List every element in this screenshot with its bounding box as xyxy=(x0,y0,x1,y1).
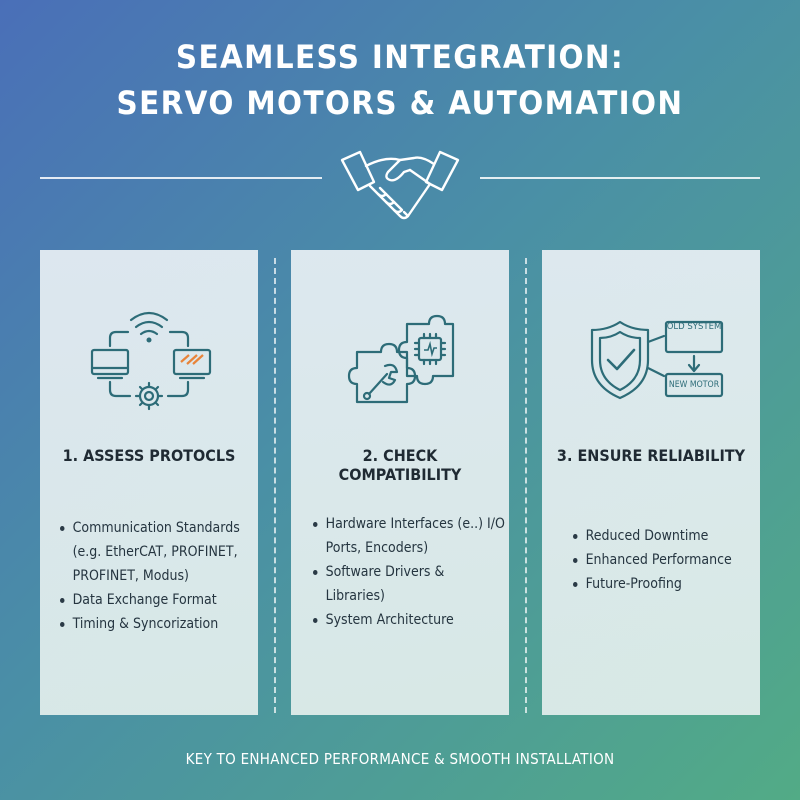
card-divider-2 xyxy=(525,258,527,713)
card-title-compatibility: 2. CHECK COMPATIBILITY xyxy=(338,446,462,484)
card-title-assess: 1. ASSESS PROTOCLS xyxy=(62,446,236,465)
card-check-compatibility: 2. CHECK COMPATIBILITY Hardware Interfac… xyxy=(291,250,509,715)
list-item: Hardware Interfaces (e..) I/O Ports, Enc… xyxy=(313,512,507,560)
old-system-label: OLD SYSTEM xyxy=(666,322,722,332)
list-item: Data Exchange Format xyxy=(60,588,254,612)
new-motor-label: NEW MOTOR xyxy=(668,380,720,390)
page-title: SEAMLESS INTEGRATION: SERVO MOTORS & AUT… xyxy=(32,34,768,126)
list-item: Software Drivers & Libraries) xyxy=(313,560,507,608)
title-line-1: SEAMLESS INTEGRATION: xyxy=(175,38,625,76)
list-item: Timing & Syncorization xyxy=(60,612,254,636)
list-item: Enhanced Performance xyxy=(573,548,758,572)
network-devices-icon xyxy=(90,311,212,411)
title-rule-left xyxy=(40,177,322,179)
footer-tagline: KEY TO ENHANCED PERFORMANCE & SMOOTH INS… xyxy=(185,750,615,768)
bullet-list-reliability: Reduced Downtime Enhanced Performance Fu… xyxy=(573,524,758,596)
card-title-reliability: 3. ENSURE RELIABILITY xyxy=(556,446,746,465)
handshake-icon xyxy=(340,150,460,220)
title-line-2: SERVO MOTORS & AUTOMATION xyxy=(116,84,684,122)
list-item: Future-Proofing xyxy=(573,572,758,596)
card-ensure-reliability: OLD SYSTEM NEW MOTOR 3. ENSURE RELIABILI… xyxy=(542,250,760,715)
list-item: Communication Standards (e.g. EtherCAT, … xyxy=(60,516,254,588)
bullet-list-assess: Communication Standards (e.g. EtherCAT, … xyxy=(60,516,254,636)
title-rule-right xyxy=(480,177,760,179)
card-assess-protocols: 1. ASSESS PROTOCLS Communication Standar… xyxy=(40,250,258,715)
list-item: System Architecture xyxy=(313,608,507,632)
card-divider-1 xyxy=(274,258,276,713)
list-item: Reduced Downtime xyxy=(573,524,758,548)
shield-check-icon xyxy=(590,320,724,400)
bullet-list-compatibility: Hardware Interfaces (e..) I/O Ports, Enc… xyxy=(313,512,507,632)
puzzle-pieces-icon xyxy=(347,314,455,404)
